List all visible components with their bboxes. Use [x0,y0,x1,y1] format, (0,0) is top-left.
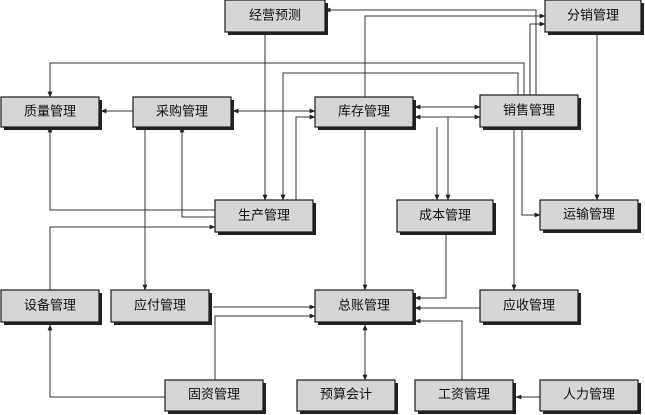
node-label: 设备管理 [24,298,76,314]
node-label: 固资管理 [188,388,240,403]
link-payroll-to-ledger [414,318,463,380]
node-label: 生产管理 [238,209,290,224]
node-label: 库存管理 [338,104,390,120]
node-renli-guanli: 人力管理 [539,379,641,414]
node-label: 应收管理 [503,298,555,314]
link-sales-to-production [280,72,519,201]
node-yusuan-kuaiji: 预算会计 [296,379,398,414]
link-equipment-to-production [49,224,216,290]
node-shebei-guanli: 设备管理 [0,289,102,325]
node-label: 质量管理 [24,105,76,120]
node-caigou-guanli: 采购管理 [132,96,234,130]
link-production-to-purchase [179,126,215,218]
node-fenxiao-guanli: 分销管理 [544,0,644,35]
node-zhiliang-guanli: 质量管理 [0,96,102,130]
node-yunshu-guanli: 运输管理 [539,199,641,233]
node-chengben-guanli: 成本管理 [396,199,496,235]
node-shengchan-guanli: 生产管理 [214,199,316,235]
node-kucun-guanli: 库存管理 [314,96,416,130]
node-label: 成本管理 [419,209,471,224]
node-label: 工资管理 [438,388,490,403]
node-label: 经营预测 [249,9,301,24]
node-label: 销售管理 [503,103,555,119]
node-jingying-yuce: 经营预测 [224,0,328,35]
node-xiaoshou-guanli: 销售管理 [479,94,581,130]
link-sales-to-transport [521,127,541,218]
link-fixed-assets-to-equipment [47,324,165,398]
node-yingshou-guanli: 应收管理 [479,289,581,325]
node-gongzi-guanli: 工资管理 [414,379,516,414]
link-cost-to-ledger [414,232,447,301]
link-sales-to-forecast [324,7,537,95]
node-label: 应付管理 [134,298,186,314]
link-inventory-to-distribution [364,13,546,97]
link-sales-to-quality [47,62,525,98]
node-label: 总账管理 [338,299,390,314]
connectors [47,7,600,400]
node-label: 运输管理 [563,207,615,223]
link-production-to-inventory [295,114,316,200]
link-production-to-quality [47,126,215,211]
node-label: 人力管理 [563,388,615,403]
link-fixed-assets-to-ledger [214,313,316,380]
node-guzi-guanli: 固资管理 [164,379,266,414]
node-label: 分销管理 [567,9,619,24]
node-label: 采购管理 [156,104,208,120]
node-label: 预算会计 [320,388,372,403]
node-yingfu-guanli: 应付管理 [110,289,212,325]
node-zongzhang-guanli: 总账管理 [314,289,416,325]
link-sales-to-distribution [529,21,546,95]
